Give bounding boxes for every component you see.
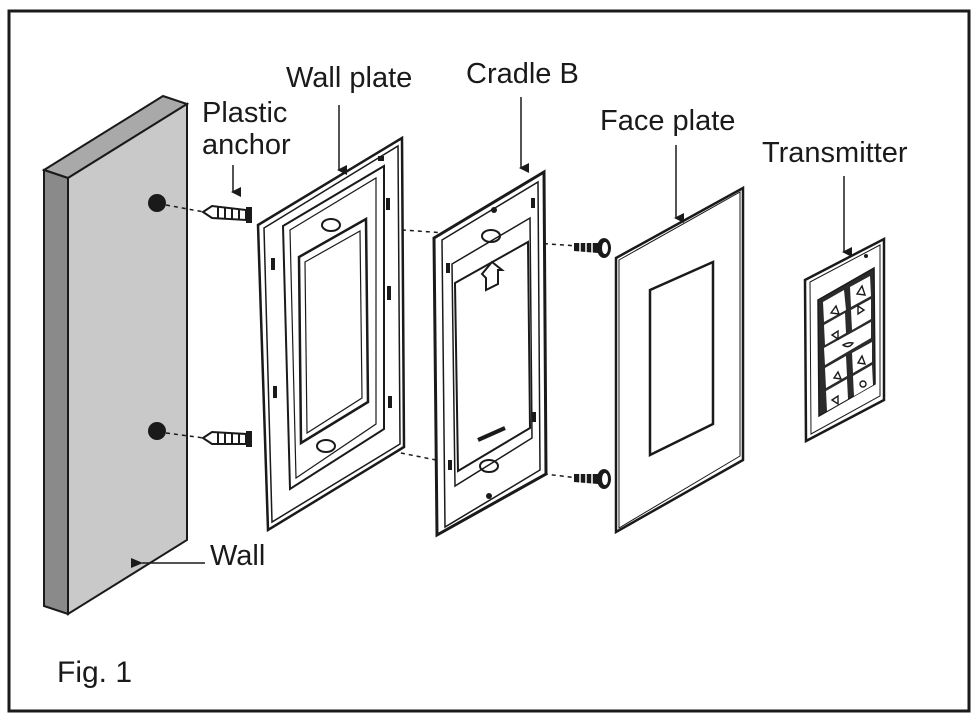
plastic-anchor-label-line1: Plastic	[202, 97, 288, 129]
screw-bottom	[574, 469, 611, 489]
figure-border	[7, 9, 971, 713]
plastic-anchor-bottom	[201, 430, 252, 447]
wall-label: Wall	[210, 540, 266, 572]
face-plate	[614, 185, 745, 535]
plastic-anchor-label-line2: anchor	[202, 129, 291, 161]
plastic-anchor-top	[201, 204, 252, 223]
wall	[41, 94, 190, 616]
screw-top	[574, 238, 611, 258]
figure-caption: Fig. 1	[57, 656, 133, 689]
cradle-b	[432, 169, 548, 538]
wall-plate-label: Wall plate	[286, 62, 413, 94]
wall-hole-top	[148, 194, 166, 212]
wall-hole-bottom	[148, 422, 166, 440]
transmitter	[803, 236, 886, 444]
transmitter-label: Transmitter	[762, 137, 908, 169]
face-plate-label: Face plate	[600, 105, 736, 137]
cradle-b-label: Cradle B	[466, 58, 579, 90]
wall-plate	[256, 135, 406, 533]
plastic-anchor-label: Plastic anchor	[202, 97, 291, 161]
